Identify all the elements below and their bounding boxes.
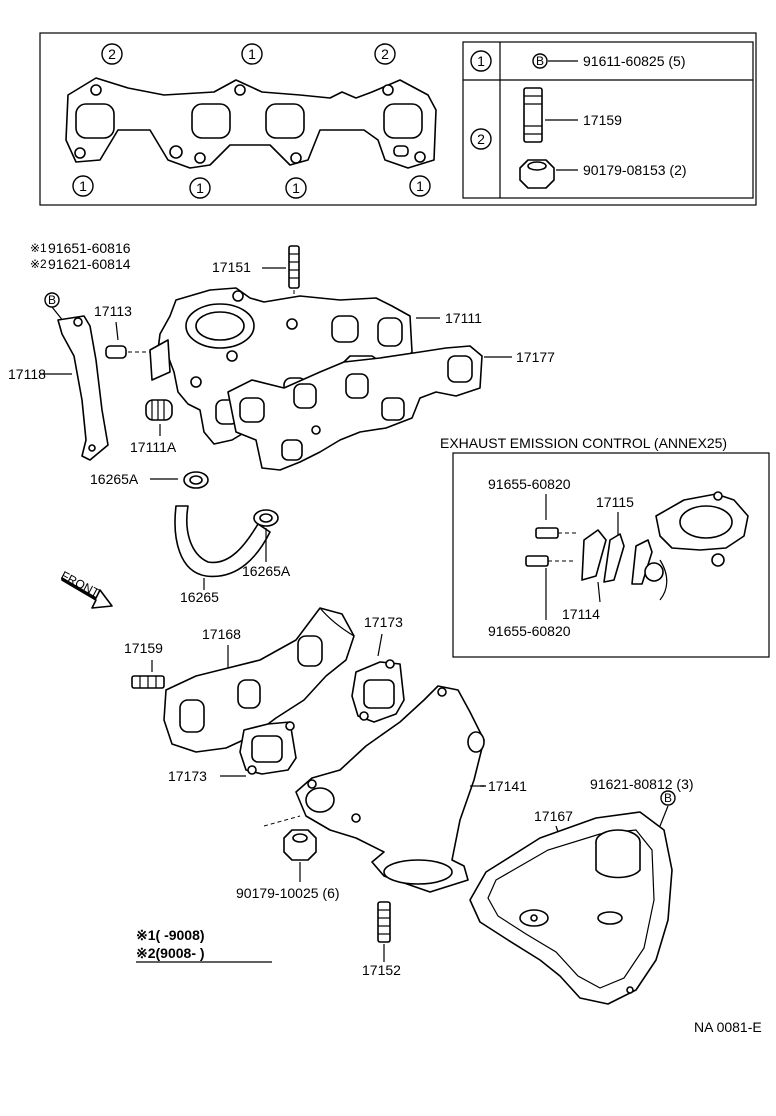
svg-text:90179-10025 (6): 90179-10025 (6)	[236, 885, 340, 901]
svg-text:91621-80812 (3): 91621-80812 (3)	[590, 776, 694, 792]
bolt-91655-lower	[525, 555, 576, 567]
gasket-marker-top-2: 1	[241, 43, 263, 65]
svg-text:17114: 17114	[562, 606, 600, 622]
svg-text:17152: 17152	[362, 962, 401, 978]
manifold-stay-bracket	[57, 315, 109, 461]
gasket-marker-bottom-3: 1	[285, 177, 307, 199]
hose-16265	[174, 505, 271, 578]
svg-text:17111: 17111	[445, 310, 482, 326]
svg-text:91621-60814: 91621-60814	[48, 256, 131, 272]
svg-text:1: 1	[196, 180, 204, 196]
heat-insulator-17167	[469, 811, 673, 1005]
svg-text:※2(9008- ): ※2(9008- )	[136, 945, 205, 961]
gasket-marker-top-3: 2	[374, 43, 396, 65]
svg-text:17151: 17151	[212, 259, 251, 275]
front-arrow-icon: FRONT	[59, 568, 113, 609]
svg-text:17113: 17113	[94, 303, 132, 319]
svg-text:B: B	[664, 791, 672, 805]
svg-text:FRONT: FRONT	[59, 568, 103, 600]
hose-clamp-16265A-lower	[253, 509, 279, 527]
svg-text:16265: 16265	[180, 589, 219, 605]
stud-17159	[131, 675, 165, 689]
gasket-marker-bottom-1: 1	[72, 175, 94, 197]
svg-text:2: 2	[108, 46, 116, 62]
svg-text:1: 1	[79, 178, 87, 194]
svg-text:2: 2	[381, 46, 389, 62]
gasket-marker-bottom-2: 1	[189, 177, 211, 199]
svg-text:91655-60820: 91655-60820	[488, 623, 571, 639]
svg-text:17168: 17168	[202, 626, 241, 642]
hose-clamp-16265A-upper	[183, 471, 209, 489]
svg-text:17173: 17173	[168, 768, 207, 784]
gasket-17115	[603, 533, 625, 583]
svg-text:1: 1	[416, 178, 424, 194]
stud-bolt-icon	[523, 87, 543, 143]
catalogue-code: NA 0081-E	[694, 1019, 762, 1035]
exhaust-manifold-lower-17141	[295, 685, 485, 893]
gasket-marker-bottom-4: 1	[409, 175, 431, 197]
svg-text:1: 1	[292, 180, 300, 196]
svg-text:※1( -9008): ※1( -9008)	[136, 927, 205, 943]
plate-17114	[581, 529, 607, 581]
svg-text:17141: 17141	[488, 778, 527, 794]
svg-text:16265A: 16265A	[242, 563, 291, 579]
svg-text:1: 1	[477, 53, 485, 69]
stud-17151	[288, 245, 300, 289]
svg-text:2: 2	[477, 131, 485, 147]
svg-text:17118: 17118	[8, 366, 46, 382]
svg-text:17159: 17159	[124, 640, 163, 656]
bolt-symbol-b-lower: B	[660, 790, 676, 806]
svg-text:※1: ※1	[30, 241, 47, 255]
annex-box	[452, 452, 770, 658]
svg-text:91655-60820: 91655-60820	[488, 476, 571, 492]
nut-90179-10025	[283, 829, 317, 861]
manifold-gasket-shape	[65, 77, 437, 169]
stud-17152	[377, 901, 391, 943]
svg-text:※2: ※2	[30, 257, 47, 271]
gasket-legend-table: 1 B 91611-60825 (5) 2 17159 9	[462, 41, 754, 199]
bolt-symbol-b: B	[44, 292, 60, 308]
svg-text:91611-60825 (5): 91611-60825 (5)	[583, 53, 685, 69]
svg-text:90179-08153 (2): 90179-08153 (2)	[583, 162, 687, 178]
grommet-17111A	[145, 399, 173, 421]
svg-text:17115: 17115	[596, 494, 634, 510]
svg-text:17173: 17173	[364, 614, 403, 630]
svg-text:17159: 17159	[583, 112, 622, 128]
svg-text:16265A: 16265A	[90, 471, 139, 487]
svg-text:B: B	[48, 293, 56, 307]
svg-text:91651-60816: 91651-60816	[48, 240, 131, 256]
bolt-91655-upper	[535, 527, 578, 539]
svg-text:17167: 17167	[534, 808, 573, 824]
svg-text:1: 1	[248, 46, 256, 62]
flange-nut-icon	[519, 159, 555, 189]
gasket-detail-box: 2 1 2 1 1 1 1	[39, 32, 757, 206]
svg-text:B: B	[536, 54, 544, 68]
gasket-17177	[227, 345, 483, 471]
svg-text:17111A: 17111A	[130, 439, 177, 455]
svg-text:EXHAUST EMISSION CONTROL (ANNE: EXHAUST EMISSION CONTROL (ANNEX25)	[440, 435, 727, 451]
svg-text:17177: 17177	[516, 349, 555, 365]
plug-17113	[105, 345, 127, 359]
gasket-marker-top-1: 2	[101, 43, 123, 65]
